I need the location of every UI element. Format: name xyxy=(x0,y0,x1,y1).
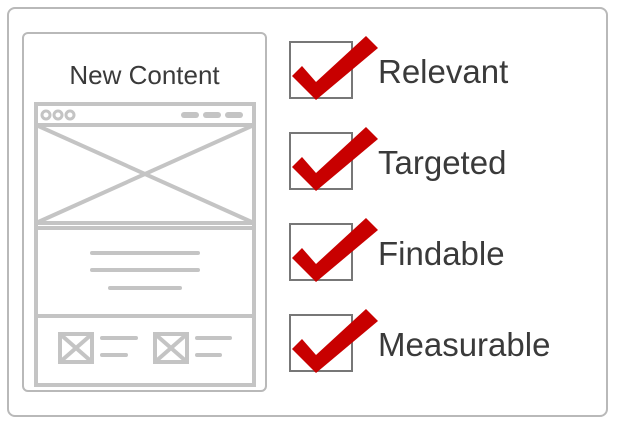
checklist-item-label: Findable xyxy=(378,235,505,272)
browser-window-outline xyxy=(34,102,256,387)
checkbox-icon xyxy=(289,218,378,282)
checkmark-icon xyxy=(292,127,378,191)
window-dot-icon xyxy=(64,109,76,121)
thumbnail-placeholder-1 xyxy=(58,332,94,364)
checklist-item-label: Measurable xyxy=(378,326,551,363)
panel-title: New Content xyxy=(69,60,220,90)
checkmark-icon xyxy=(292,309,378,373)
hero-image-cross-2 xyxy=(35,123,255,225)
window-dot-icon xyxy=(52,109,64,121)
checklist-item: Findable xyxy=(288,216,588,288)
checklist-item-label: Targeted xyxy=(378,144,507,181)
checklist-item: Targeted xyxy=(288,125,588,197)
checkbox-icon xyxy=(289,127,378,191)
window-dot-icon xyxy=(40,109,52,121)
thumbnail-placeholder-2 xyxy=(153,332,189,364)
hero-image-placeholder xyxy=(34,123,256,225)
checkbox-icon xyxy=(289,309,378,373)
checklist-item: Measurable xyxy=(288,307,588,379)
checkbox-icon xyxy=(289,36,378,100)
checklist-item: Relevant xyxy=(288,34,588,106)
checkmark-icon xyxy=(292,218,378,282)
checklist-item-label: Relevant xyxy=(378,53,509,90)
checkmark-icon xyxy=(292,36,378,100)
